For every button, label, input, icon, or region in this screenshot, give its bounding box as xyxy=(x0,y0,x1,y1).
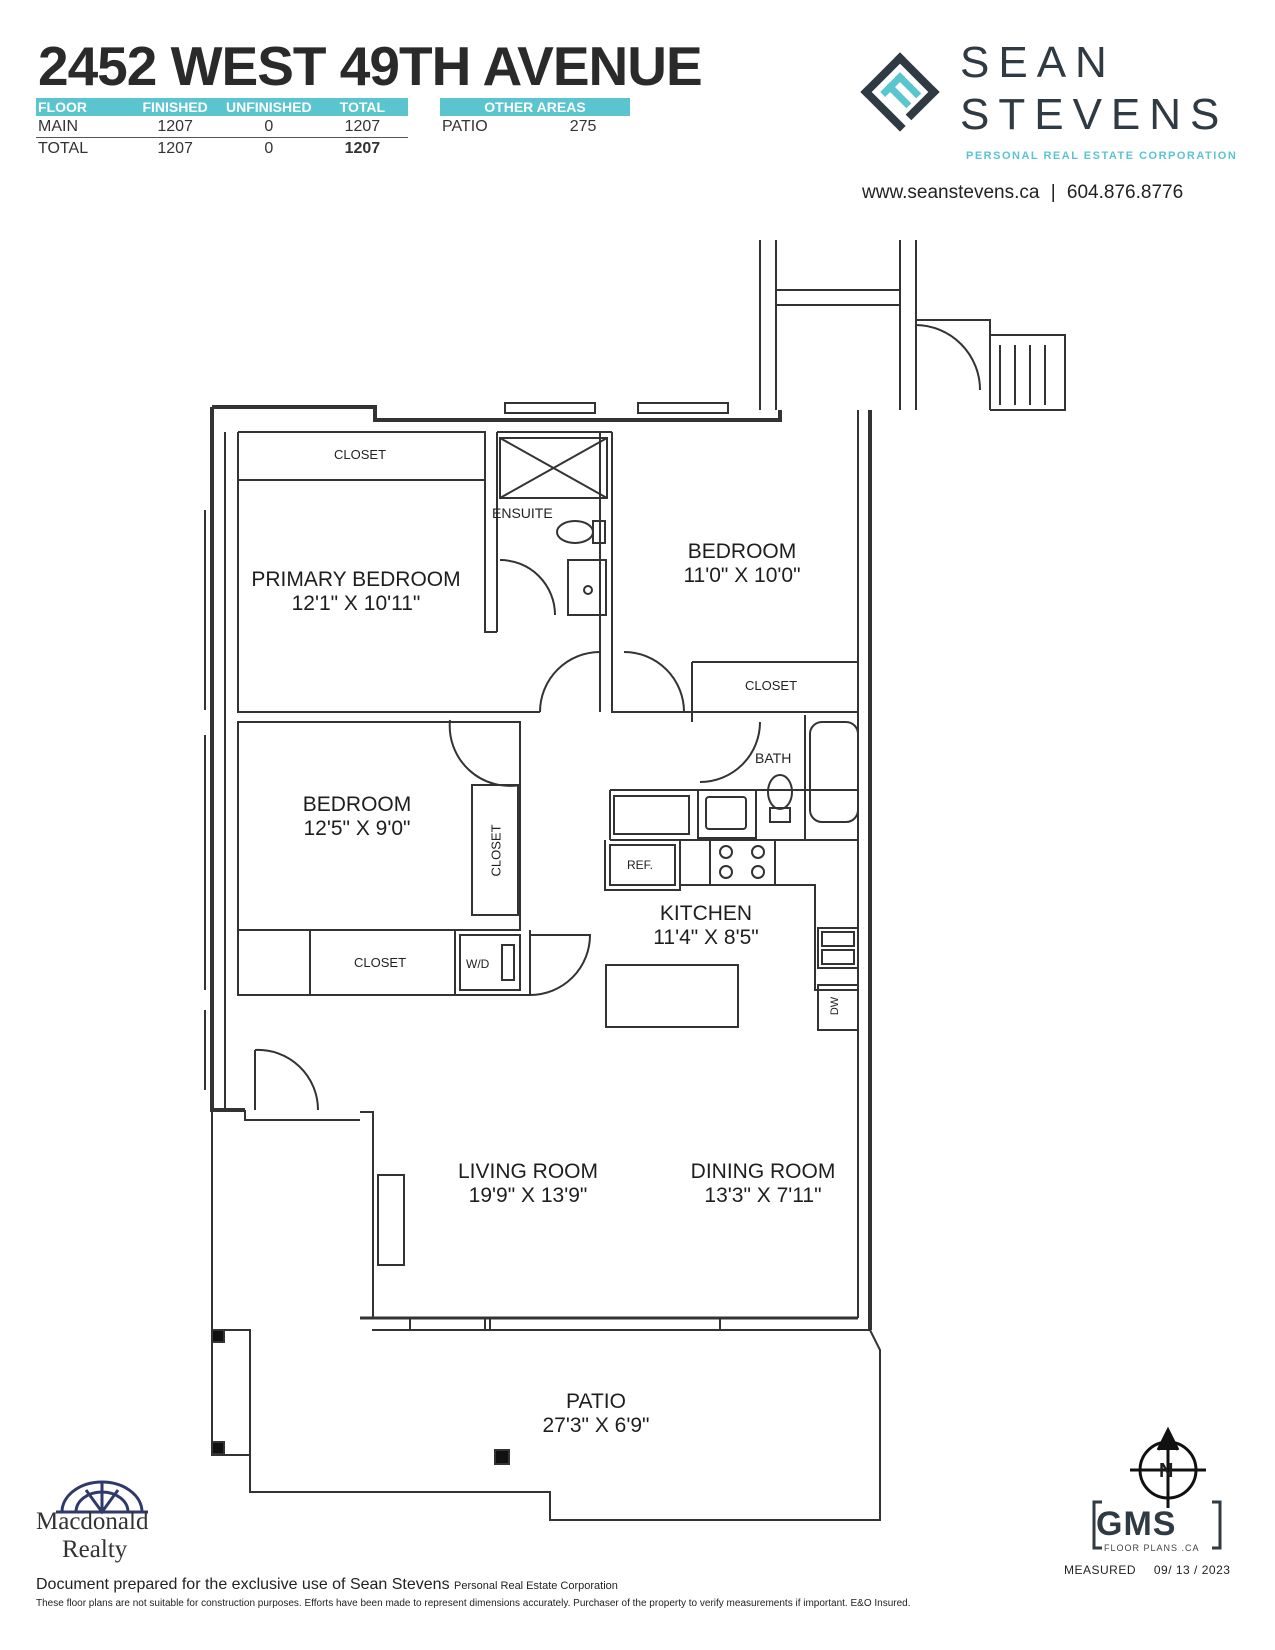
cell: MAIN xyxy=(36,116,130,138)
compass-letter: N xyxy=(1159,1460,1174,1482)
col-finished: FINISHED xyxy=(129,98,221,116)
area-table-header: FLOOR FINISHED UNFINISHED TOTAL xyxy=(36,98,408,116)
macdonald-line1: Macdonald xyxy=(36,1508,149,1535)
room-bedroom-w: BEDROOM 12'5" X 9'0" xyxy=(303,793,412,841)
cell: 1207 xyxy=(316,116,408,138)
measured-date: MEASURED 09/ 13 / 2023 xyxy=(1064,1563,1230,1577)
room-kitchen: KITCHEN 11'4" X 8'5" xyxy=(653,902,758,950)
room-dining: DINING ROOM 13'3" X 7'11" xyxy=(691,1160,836,1208)
contact-line: www.seanstevens.ca | 604.876.8776 xyxy=(862,182,1183,204)
room-name: DINING ROOM xyxy=(690,1160,836,1183)
gms-logo: GMS xyxy=(1096,1505,1177,1543)
room-primary-bedroom: PRIMARY BEDROOM 12'1" X 10'11" xyxy=(251,568,460,616)
room-name: KITCHEN xyxy=(659,902,753,925)
footer-prepared-suffix: Personal Real Estate Corporation xyxy=(454,1580,618,1592)
footer-disclaimer: These floor plans are not suitable for c… xyxy=(36,1598,911,1609)
macdonald-realty-logo: Macdonald Realty xyxy=(36,1508,148,1564)
label-dw: DW xyxy=(829,996,842,1016)
label-closet-bedroom-ne: CLOSET xyxy=(745,678,798,693)
page-title: 2452 WEST 49TH AVENUE xyxy=(38,35,703,97)
label-ref: REF. xyxy=(627,858,654,872)
macdonald-line2: Realty xyxy=(62,1536,128,1563)
room-living: LIVING ROOM 19'9" X 13'9" xyxy=(458,1160,598,1208)
room-dims: 12'1" X 10'11" xyxy=(291,592,421,615)
label-wd: W/D xyxy=(466,957,490,971)
sean-stevens-logo-icon xyxy=(860,52,940,132)
room-patio: PATIO 27'3" X 6'9" xyxy=(543,1390,650,1438)
room-dims: 13'3" X 7'11" xyxy=(704,1184,822,1207)
table-row: MAIN 1207 0 1207 xyxy=(36,116,408,138)
brand-line2: STEVENS xyxy=(960,90,1229,139)
room-dims: 19'9" X 13'9" xyxy=(468,1184,588,1207)
room-dims: 11'0" X 10'0" xyxy=(683,564,801,587)
gms-logo-frame-icon xyxy=(1092,1500,1222,1550)
cell: 0 xyxy=(264,139,274,157)
gms-sub: FLOOR PLANS .CA xyxy=(1104,1543,1200,1553)
room-name: BEDROOM xyxy=(687,540,797,563)
room-dims: 12'5" X 9'0" xyxy=(303,817,411,840)
room-name: PATIO xyxy=(566,1390,626,1413)
cell: 1207 xyxy=(344,139,381,157)
other-areas-table: OTHER AREAS PATIO 275 xyxy=(440,98,630,137)
cell: 0 xyxy=(220,116,317,138)
room-bedroom-ne: BEDROOM 11'0" X 10'0" xyxy=(683,540,800,588)
label-closet-hall: CLOSET xyxy=(354,955,407,970)
footer-prepared: Document prepared for the exclusive use … xyxy=(36,1576,618,1594)
col-floor: FLOOR xyxy=(36,98,130,116)
label-closet-primary: CLOSET xyxy=(334,447,387,462)
cell: TOTAL xyxy=(38,139,89,157)
label-bath: BATH xyxy=(755,750,792,766)
table-row: TOTAL 1207 0 1207 xyxy=(36,138,408,160)
col-total: TOTAL xyxy=(316,98,408,116)
col-unfinished: UNFINISHED xyxy=(220,98,317,116)
room-name: BEDROOM xyxy=(302,793,412,816)
measured-label: MEASURED xyxy=(1064,1563,1137,1577)
cell: 1207 xyxy=(157,139,193,157)
room-dims: 27'3" X 6'9" xyxy=(542,1414,650,1437)
area-table: FLOOR FINISHED UNFINISHED TOTAL MAIN 120… xyxy=(36,98,408,159)
label-closet-bedroom-w: CLOSET xyxy=(488,824,504,877)
phone-number[interactable]: 604.876.8776 xyxy=(1066,182,1184,203)
room-name: LIVING ROOM xyxy=(457,1160,599,1183)
table-row: PATIO 275 xyxy=(440,116,630,137)
footer-prepared-text: Document prepared for the exclusive use … xyxy=(36,1576,450,1593)
cell: 275 xyxy=(569,117,597,135)
label-ensuite: ENSUITE xyxy=(492,505,553,521)
cell: PATIO xyxy=(442,117,488,135)
compass-icon xyxy=(1130,1426,1206,1508)
other-areas-header: OTHER AREAS xyxy=(440,98,630,116)
separator: | xyxy=(1050,182,1056,203)
room-name: PRIMARY BEDROOM xyxy=(251,568,461,591)
room-dims: 11'4" X 8'5" xyxy=(653,926,759,949)
measured-value: 09/ 13 / 2023 xyxy=(1153,1563,1231,1577)
website-link[interactable]: www.seanstevens.ca xyxy=(862,182,1040,203)
cell: 1207 xyxy=(129,116,221,138)
brand-subtitle: PERSONAL REAL ESTATE CORPORATION xyxy=(966,150,1238,162)
brand-line1: SEAN xyxy=(960,38,1116,87)
macdonald-realty-logo-icon xyxy=(56,1480,148,1515)
